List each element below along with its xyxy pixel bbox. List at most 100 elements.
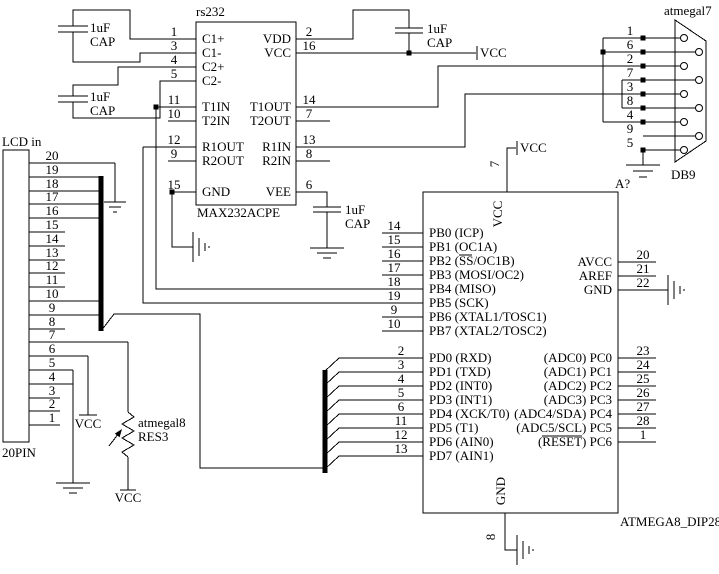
capacitor-value: 1uF [345, 202, 365, 217]
bus-entry [324, 427, 340, 442]
pin-label: C1+ [202, 31, 225, 46]
pin-label: R2IN [262, 153, 292, 168]
junction-dot [640, 49, 646, 55]
pin-hole-icon [695, 132, 703, 140]
pin-number: 2 [627, 51, 634, 66]
pin-label: PB7 (XTAL2/TOSC2) [429, 323, 547, 338]
junction-dot [640, 147, 646, 153]
bus-entry [324, 371, 340, 386]
pin-number: 20 [637, 247, 650, 262]
pin-hole-icon [695, 104, 703, 112]
pin-number: 1 [640, 427, 647, 442]
pin-number: 15 [388, 232, 401, 247]
pin-number: 3 [398, 357, 405, 372]
vcc-label: VCC [480, 45, 507, 60]
pin-number: 14 [303, 92, 317, 107]
pin-number: 9 [391, 302, 398, 317]
pin-label: PD1 (TXD) [429, 364, 491, 379]
pin-number: 17 [46, 189, 60, 204]
pin-number: 10 [388, 316, 401, 331]
pin-number: 7 [627, 65, 634, 80]
junction-dot [640, 35, 646, 41]
pin-number: 18 [46, 176, 59, 191]
pin-label: (ADC0) PC0 [544, 350, 612, 365]
pin-label: (RESET) PC6 [538, 434, 613, 449]
junction-dot [169, 189, 175, 195]
pin-label: (ADC5/SCL) PC5 [516, 420, 612, 435]
pin-number: 1 [171, 24, 178, 39]
junction-dot [406, 50, 412, 56]
pin-number: 12 [168, 132, 181, 147]
pin-label: PB2 (SS/OC1B) [429, 253, 515, 268]
pin-number: 26 [637, 385, 651, 400]
pin-number: 18 [388, 274, 401, 289]
pin-number: 9 [627, 121, 634, 136]
pin-label: AREF [579, 268, 612, 283]
junction-dot [640, 63, 646, 69]
vcc-label: VCC [115, 490, 142, 505]
pin-number: 11 [168, 92, 181, 107]
vcc-label: VCC [520, 140, 547, 155]
pin-number: 9 [171, 146, 178, 161]
pin-label: T1OUT [250, 99, 291, 114]
pin-hole-icon [680, 118, 688, 126]
pin-number: 19 [388, 288, 401, 303]
capacitor-value: 1uF [427, 21, 447, 36]
pin-label: T2IN [202, 113, 231, 128]
junction-dot [640, 105, 646, 111]
pin-number: 4 [627, 107, 634, 122]
pin-label: GND [202, 184, 230, 199]
bus-entry [324, 385, 340, 400]
pin-label: GND [584, 282, 612, 297]
pin-number: 11 [395, 413, 408, 428]
component-part: RES3 [138, 429, 168, 444]
pin-number: 6 [627, 37, 634, 52]
bus-entry [324, 357, 340, 372]
pin-number: 8 [483, 534, 498, 541]
pin-number: 11 [46, 272, 59, 287]
pin-number: 1 [627, 23, 634, 38]
junction-dot [640, 77, 646, 83]
bus-entry [324, 455, 340, 470]
junction-dot [153, 104, 159, 110]
pin-label: PB1 (OC1A) [429, 239, 497, 254]
pin-number: 6 [398, 399, 405, 414]
junction-dot [640, 119, 646, 125]
pin-number: 2 [49, 396, 56, 411]
pin-label: VDD [263, 31, 291, 46]
potentiometer-resistor [121, 411, 135, 458]
pin-label: PD2 (INT0) [429, 378, 492, 393]
pin-number: 14 [46, 231, 60, 246]
pin-number: 8 [627, 93, 634, 108]
pin-number: 16 [46, 203, 60, 218]
pin-number: 8 [306, 146, 313, 161]
pin-number: 5 [627, 135, 634, 150]
pin-label: VCC [264, 45, 291, 60]
capacitor-type: CAP [90, 103, 115, 118]
lcd-connector-body [2, 149, 30, 443]
pin-number: 4 [171, 52, 178, 67]
pin-number: 6 [306, 177, 313, 192]
junction-dot [640, 91, 646, 97]
pin-number: 24 [637, 357, 651, 372]
pin-label: PD6 (AIN0) [429, 434, 494, 449]
db9-misc-wires [602, 37, 660, 178]
capacitor-value: 1uF [90, 89, 110, 104]
component-ref: LCD in [2, 134, 42, 149]
pin-label: PB0 (ICP) [429, 225, 484, 240]
pin-number: 15 [46, 217, 59, 232]
bus-entry [324, 413, 340, 428]
pin-label: C2+ [202, 59, 225, 74]
pin-number: 10 [46, 286, 59, 301]
db9-connector-body [674, 19, 707, 163]
pin-label: PD5 (T1) [429, 420, 478, 435]
pin-label: PB4 (MISO) [429, 281, 496, 296]
vcc-label: VCC [75, 416, 102, 431]
bus-entry [324, 399, 340, 414]
pin-number: 12 [46, 258, 59, 273]
pin-label: PD4 (XCK/T0) [429, 406, 510, 421]
pin-hole-icon [695, 76, 703, 84]
pin-label: AVCC [578, 254, 612, 269]
